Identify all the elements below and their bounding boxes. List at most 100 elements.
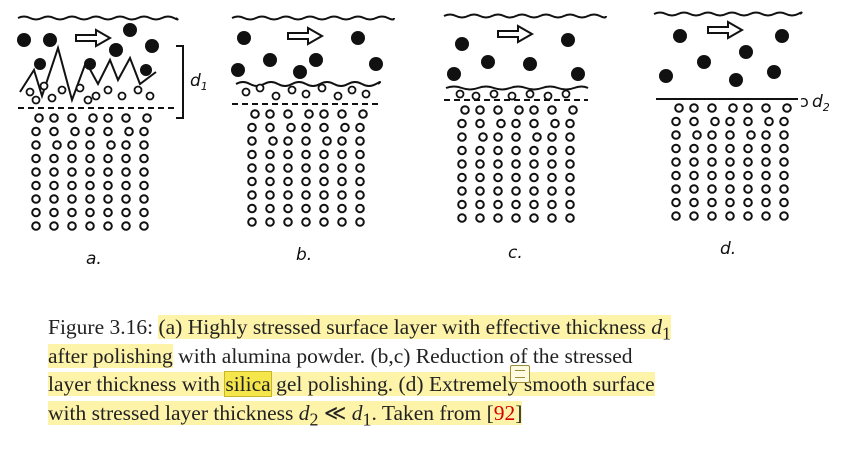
panel-d-lattice-atom — [692, 130, 702, 140]
panel-a-lattice-atom — [103, 221, 113, 231]
panel-b-lattice-atom — [268, 136, 278, 146]
panel-b-lattice-atom — [301, 203, 311, 214]
panel-b-lattice-atom — [319, 163, 329, 173]
panel-b-lattice-atom — [283, 203, 293, 214]
panel-c-lattice-atom — [493, 213, 503, 223]
panel-b-lattice-atom — [358, 109, 368, 119]
panel-b-lattice-atom — [265, 122, 275, 133]
panel-b-lattice-atom — [247, 122, 257, 133]
panel-c-lattice-atom — [565, 186, 575, 196]
panel-c-lattice-atom — [529, 105, 539, 115]
panel-a-disordered-atom — [39, 81, 49, 91]
panel-d-lattice-atom — [779, 157, 789, 167]
panel-a-lattice-atom — [139, 221, 149, 231]
panel-a-top-wave — [17, 15, 179, 21]
panel-a-lattice-atom — [121, 167, 131, 177]
panel-c-lattice-atom — [457, 118, 467, 129]
panel-c-lattice-atom — [493, 132, 503, 142]
panel-a-lattice-atom — [31, 180, 41, 191]
panel-d-lattice-atom — [725, 143, 735, 154]
panel-a-lattice-atom — [31, 207, 41, 218]
panel-d-lattice-atom — [743, 143, 753, 154]
panel-b-lattice-atom — [304, 109, 314, 119]
panel-c-lattice-atom — [493, 172, 503, 183]
figure-caption: Figure 3.16: (a) Highly stressed surface… — [48, 313, 814, 429]
panel-d-lattice-atom — [743, 157, 753, 167]
panel-a-lattice-atom — [70, 126, 80, 137]
panel-b-lattice-atom — [337, 109, 347, 119]
panel-d-lattice-atom — [671, 184, 681, 194]
silica-highlight-box[interactable]: silica — [224, 371, 272, 397]
panel-a-lattice-atom — [49, 180, 59, 191]
panel-c-lattice-atom — [511, 172, 521, 183]
panel-d-lattice-atom — [725, 130, 735, 140]
panel-a-lattice-atom — [103, 126, 113, 137]
panel-a-arrow — [75, 28, 113, 48]
panel-d-lattice-atom — [707, 143, 717, 154]
panel-b-lattice-atom — [301, 176, 311, 187]
panel-b-lattice-atom — [355, 149, 365, 160]
svg-text:ɔ: ɔ — [800, 92, 809, 111]
panel-c-lattice-atom — [457, 213, 467, 223]
panel-a-lattice-atom — [121, 221, 131, 231]
panel-b-disordered-atom — [271, 91, 281, 101]
panel-b-lattice-atom — [283, 149, 293, 160]
panel-a-disordered-atom — [133, 85, 143, 95]
panel-a-lattice-atom — [121, 113, 131, 123]
panel-c-lattice-atom — [565, 145, 575, 156]
panel-c-lattice-atom — [550, 118, 560, 129]
panel-c-lattice-atom — [457, 186, 467, 196]
panel-a-disordered-atom — [103, 85, 113, 95]
panel-a-abrasive-particle — [145, 39, 159, 53]
panel-c-lattice-atom — [457, 172, 467, 183]
panel-a-lattice-atom — [103, 194, 113, 204]
panel-a-lattice-atom — [106, 140, 116, 150]
panel-b-lattice-atom — [301, 163, 311, 173]
panel-a-lattice-atom — [103, 207, 113, 218]
panel-a-lattice-atom — [103, 180, 113, 191]
panel-b-abrasive-particle — [309, 53, 323, 67]
panel-d-lattice-atom — [671, 197, 681, 208]
panel-b-disordered-atom — [317, 83, 327, 93]
panel-a-lattice-atom — [31, 140, 41, 150]
panel-a-lattice-atom — [49, 194, 59, 204]
d1-bracket: d1 — [176, 45, 208, 119]
panel-c-abrasive-particle — [571, 67, 585, 81]
reference-link[interactable]: 92 — [493, 400, 516, 425]
panel-a-lattice-atom — [67, 207, 77, 218]
panel-c-lattice-atom — [511, 199, 521, 210]
panel-d-lattice-atom — [671, 130, 681, 140]
panel-c-lattice-atom — [511, 132, 521, 142]
panel-c-lattice-atom — [496, 118, 506, 129]
panel-c-lattice-atom — [511, 159, 521, 169]
panel-d-top-wave — [653, 11, 803, 17]
panel-a-lattice-atom — [139, 207, 149, 218]
panel-b-lattice-atom — [301, 149, 311, 160]
panel-a-disordered-atom — [47, 93, 57, 103]
panel-b-abrasive-particle — [351, 31, 365, 45]
panel-d-lattice-atom — [725, 197, 735, 208]
panel-c-lattice-atom — [547, 213, 557, 223]
panel-a-lattice-atom — [103, 113, 113, 123]
panel-d-lattice-atom — [707, 211, 717, 221]
panel-a-lattice-atom — [121, 180, 131, 191]
panel-d-lattice-atom — [707, 197, 717, 208]
panel-a-lattice-atom — [31, 194, 41, 204]
panel-d-lattice-atom — [671, 170, 681, 181]
panel-b-lattice-atom — [301, 190, 311, 200]
panel-c-lattice-atom — [547, 105, 557, 115]
panel-d-abrasive-particle — [673, 29, 687, 43]
panel-d-lattice-atom — [761, 103, 771, 113]
panel-a-lattice-atom — [85, 221, 95, 231]
panel-c-lattice-atom — [565, 172, 575, 183]
panel-d-lattice-atom — [725, 211, 735, 221]
panel-c-lattice-atom — [565, 199, 575, 210]
panel-c-lattice-atom — [565, 213, 575, 223]
panel-d-lattice-atom — [782, 103, 792, 113]
panel-d-lattice-atom — [779, 170, 789, 181]
panel-c-disordered-atom — [489, 89, 499, 99]
panel-d-lattice-atom — [764, 116, 774, 127]
panel-d-lattice-atom — [674, 103, 684, 113]
panel-d-lattice-atom — [761, 170, 771, 181]
panel-b-lattice-atom — [283, 217, 293, 227]
